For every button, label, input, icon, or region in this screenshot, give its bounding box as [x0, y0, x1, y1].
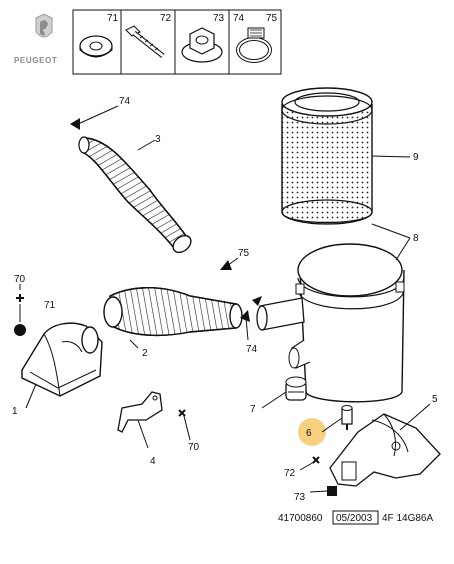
callout-1: 1	[12, 406, 18, 417]
brand-name: PEUGEOT	[14, 56, 57, 65]
part-73-nut-marker	[327, 486, 337, 496]
flat-washer-icon	[79, 35, 113, 58]
callout-9: 9	[413, 152, 419, 163]
callout-6: 6	[306, 428, 312, 439]
header-parts-strip: 71 72 73 74 75	[72, 9, 282, 75]
part-2-air-hose	[103, 287, 243, 337]
header-ref-75: 75	[266, 13, 278, 24]
bolt-icon	[125, 25, 165, 58]
part-8-filter-housing	[256, 243, 405, 403]
callout-labels: 74 3 75 74 9 8 70 71 1 2 4 70 7 6 5 72 7…	[12, 96, 438, 503]
part-4-bracket	[117, 391, 163, 433]
footer-ref-number: 41700860	[278, 513, 323, 524]
part-1-intake-housing	[21, 322, 103, 397]
header-ref-72: 72	[160, 13, 172, 24]
callout-5: 5	[432, 394, 438, 405]
part-6-stud	[298, 405, 353, 446]
callout-70-bottom: 70	[188, 442, 200, 453]
callout-7: 7	[250, 404, 256, 415]
footer-reference: 41700860 05/2003 4F 14G86A	[278, 510, 433, 525]
callout-73: 73	[294, 492, 306, 503]
callout-74-top: 74	[119, 96, 131, 107]
highlight-marker	[298, 418, 326, 446]
callout-8: 8	[413, 233, 419, 244]
callout-4: 4	[150, 456, 156, 467]
callout-72: 72	[284, 468, 296, 479]
leader-lines	[19, 105, 431, 493]
part-71-washer-marker	[14, 324, 26, 336]
hose-clamp-icon	[236, 27, 272, 63]
clamp-arrows	[70, 118, 262, 322]
part-9-filter-element	[281, 87, 373, 225]
part-7-rubber-mount	[285, 376, 307, 401]
footer-date: 05/2003	[336, 513, 373, 524]
header-ref-73: 73	[213, 13, 225, 24]
callout-75: 75	[238, 248, 250, 259]
part-5-support-bracket	[329, 413, 441, 487]
callout-70-left: 70	[14, 274, 26, 285]
peugeot-logo: PEUGEOT	[14, 13, 57, 65]
callout-3: 3	[155, 134, 161, 145]
flanged-nut-icon	[181, 27, 223, 63]
footer-code: 4F 14G86A	[382, 513, 433, 524]
header-ref-74: 74	[233, 13, 245, 24]
part-3-intake-hose	[78, 136, 192, 254]
callout-74-bottom: 74	[246, 344, 258, 355]
header-ref-71: 71	[107, 13, 119, 24]
callout-2: 2	[142, 348, 148, 359]
callout-71: 71	[44, 300, 56, 311]
